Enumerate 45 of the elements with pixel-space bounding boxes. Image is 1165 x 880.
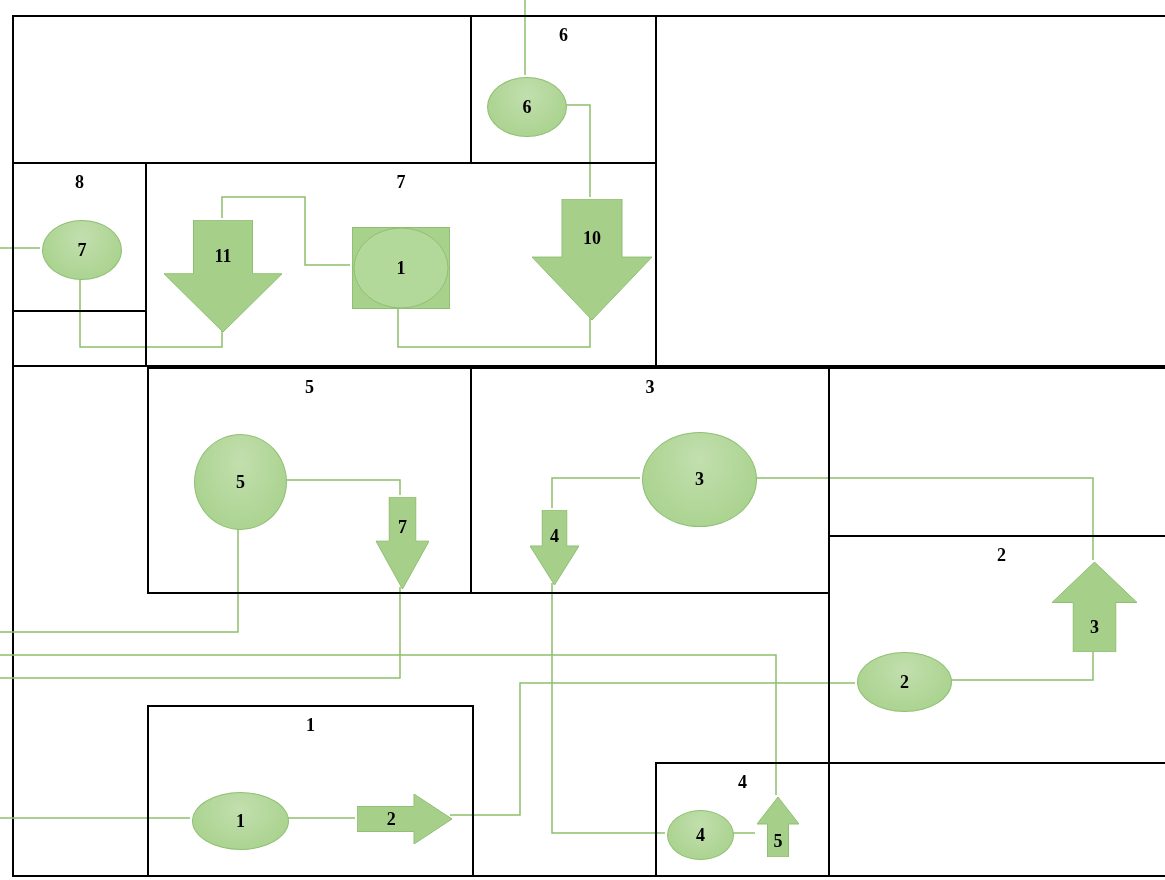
arrow-number: 5: [773, 830, 783, 851]
zone-number: 3: [644, 377, 656, 398]
pointer-shape: [757, 797, 799, 857]
arrow-number: 2: [386, 808, 396, 830]
station-ellipse: 4: [667, 810, 734, 860]
connector-line: [0, 527, 239, 633]
zone-number: 4: [737, 772, 748, 793]
zone-number: 7: [395, 172, 407, 193]
pointer-shape: [532, 199, 652, 320]
zone-box: [470, 367, 830, 594]
connector-line: [551, 477, 641, 509]
zone-number: 2: [996, 545, 1007, 566]
connector-line: [0, 247, 41, 249]
zone-box: [147, 367, 472, 594]
station-ellipse: 2: [857, 652, 952, 712]
connector-line: [449, 682, 856, 816]
zone-box: [655, 762, 830, 877]
pointer-shape: [530, 510, 579, 585]
connector-line: [0, 654, 777, 796]
pointer-shape: [164, 220, 282, 332]
zone-number: 8: [74, 172, 85, 193]
zone-number: 1: [305, 715, 316, 736]
station-square: [352, 227, 450, 309]
arrow-number: 11: [214, 245, 232, 267]
arrow-number: 3: [1090, 616, 1099, 638]
station-ellipse: 3: [642, 432, 757, 527]
zone-box: [147, 705, 474, 877]
arrow-number: 10: [583, 227, 601, 249]
connector-line: [0, 586, 401, 679]
arrow-number: 4: [550, 525, 559, 547]
pointer-shape: [376, 497, 429, 589]
connector-line: [221, 196, 351, 266]
station-ellipse: 1: [192, 792, 289, 850]
station-ellipse: 5: [194, 434, 287, 530]
zone-number: 6: [558, 25, 569, 46]
connector-line: [0, 817, 191, 819]
pointer-shape: [1052, 562, 1137, 652]
connector-line: [551, 582, 666, 834]
station-ellipse: 6: [487, 77, 567, 137]
station-number: 1: [396, 257, 406, 279]
arrow-number: 7: [398, 517, 407, 538]
zone-number: 5: [304, 377, 315, 398]
pointer-shape: [357, 794, 452, 844]
connector-line: [524, 0, 526, 76]
station-ellipse: 7: [42, 220, 122, 280]
